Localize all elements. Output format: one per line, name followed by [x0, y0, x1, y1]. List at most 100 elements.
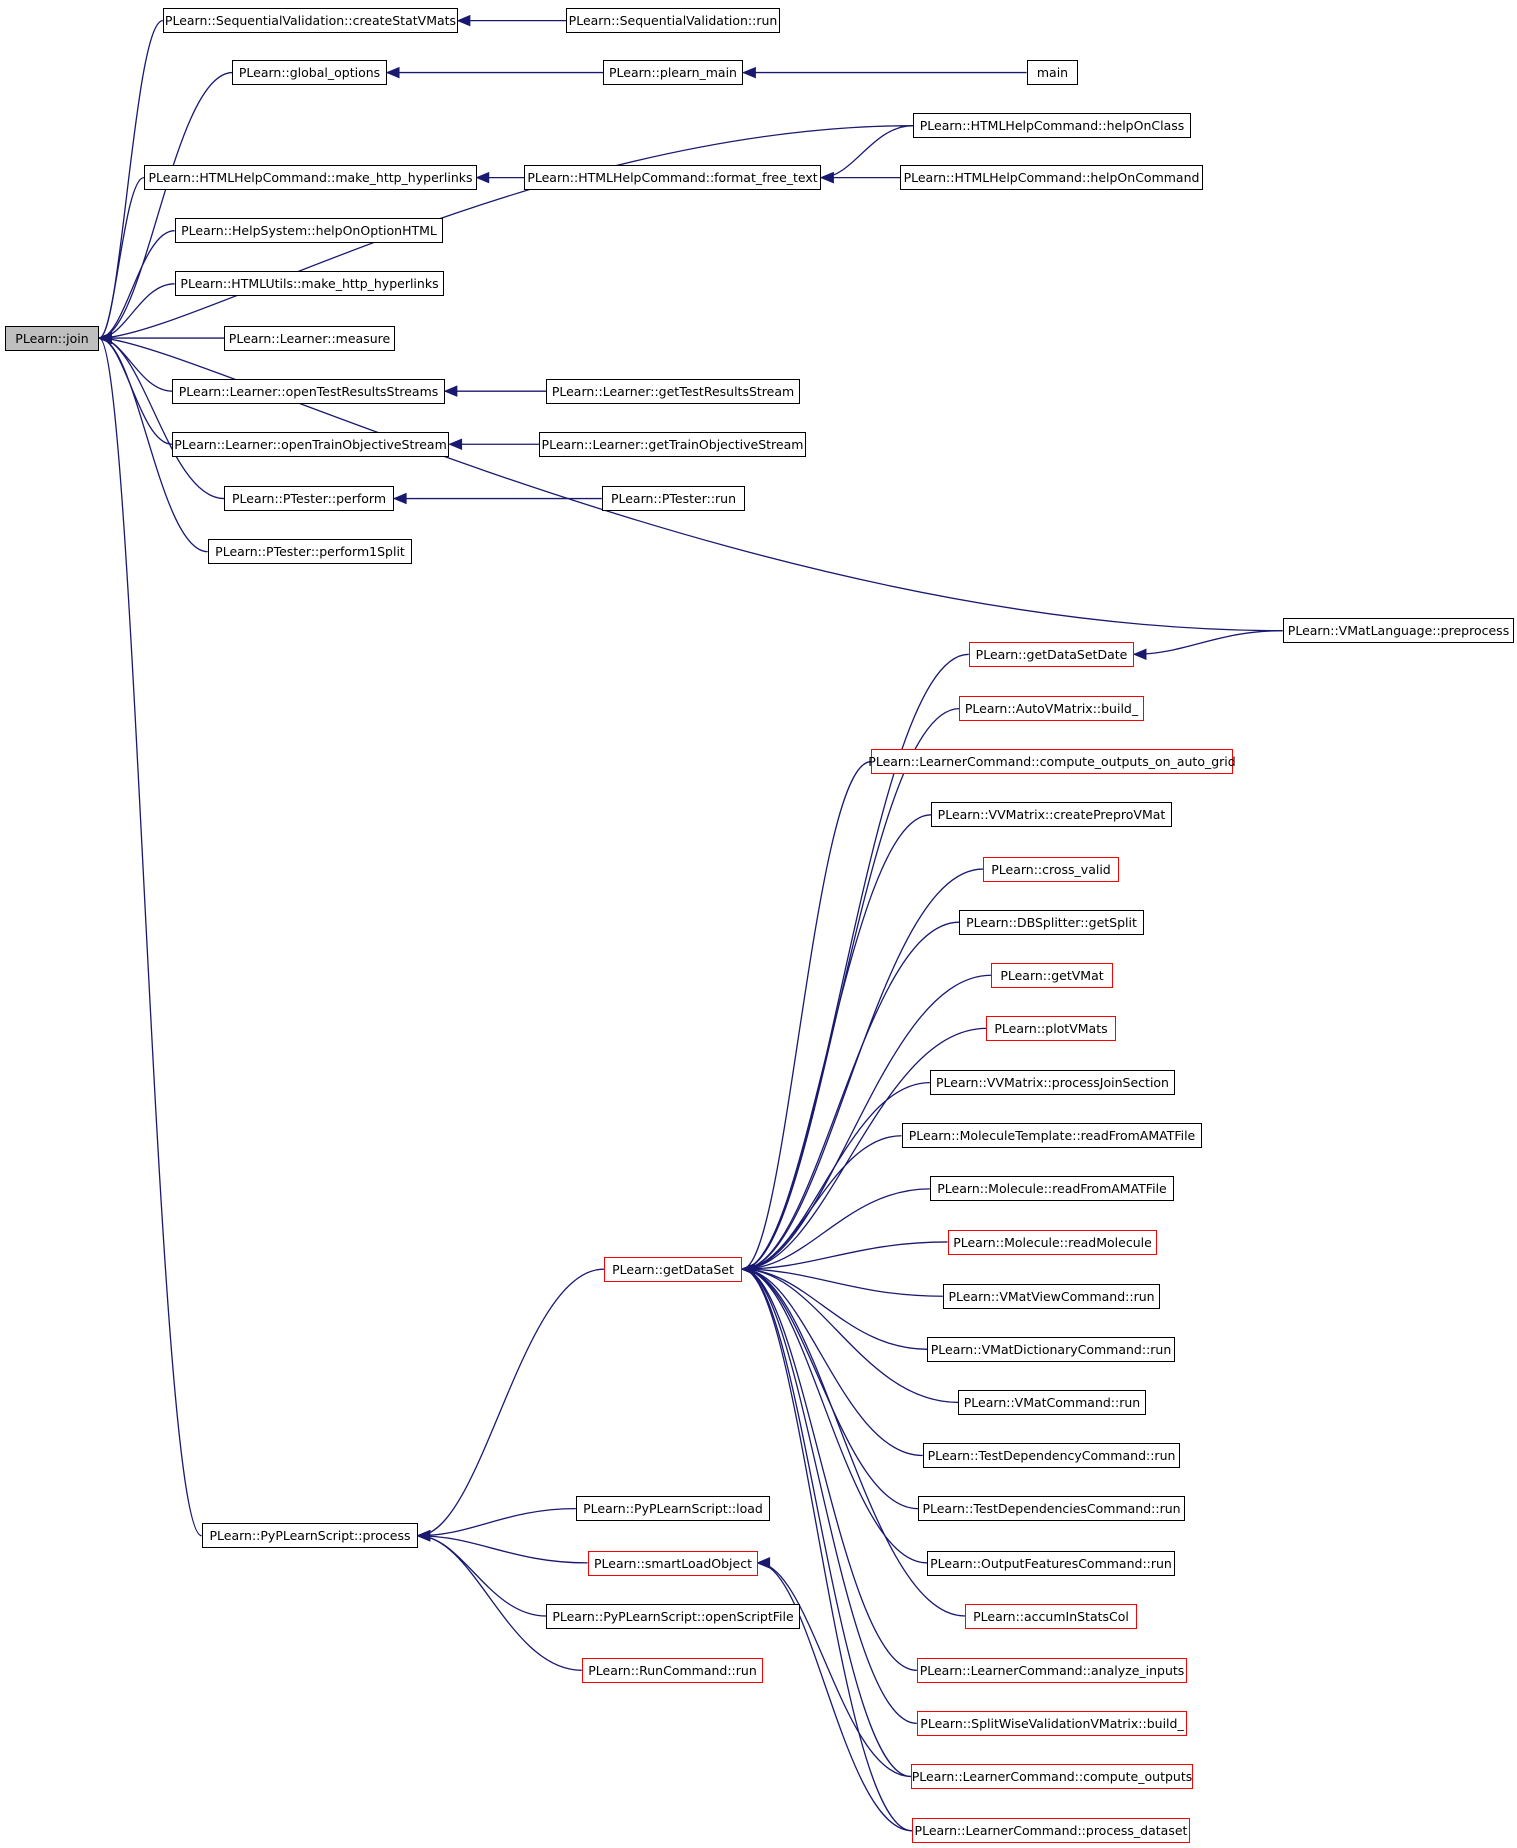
- node-makeHttp1[interactable]: PLearn::HTMLHelpCommand::make_http_hyper…: [144, 165, 477, 190]
- node-createPrepro[interactable]: PLearn::VVMatrix::createPreproVMat: [931, 802, 1172, 827]
- node-helpOnOption[interactable]: PLearn::HelpSystem::helpOnOptionHTML: [175, 218, 443, 243]
- node-splitWise[interactable]: PLearn::SplitWiseValidationVMatrix::buil…: [917, 1711, 1187, 1736]
- node-openTrain[interactable]: PLearn::Learner::openTrainObjectiveStrea…: [172, 432, 449, 457]
- node-getDataSet[interactable]: PLearn::getDataSet: [604, 1257, 742, 1282]
- edge-readMolecule-to-getDataSet: [742, 1241, 948, 1270]
- node-makeHttp2[interactable]: PLearn::HTMLUtils::make_http_hyperlinks: [175, 271, 444, 296]
- edge-crossValid-to-getDataSet: [742, 868, 983, 1270]
- node-getDataSetDate[interactable]: PLearn::getDataSetDate: [969, 642, 1134, 667]
- edge-molRead-to-getDataSet: [742, 1188, 930, 1270]
- edge-computeAuto-to-getDataSet: [742, 761, 871, 1270]
- edge-makeHttp1-to-join: [98, 176, 145, 339]
- node-accumIn[interactable]: PLearn::accumInStatsCol: [965, 1604, 1137, 1629]
- node-outputFeat[interactable]: PLearn::OutputFeaturesCommand::run: [927, 1551, 1175, 1576]
- node-testDep[interactable]: PLearn::TestDependencyCommand::run: [923, 1443, 1180, 1468]
- node-pyOpen[interactable]: PLearn::PyPLearnScript::openScriptFile: [546, 1604, 800, 1629]
- node-createStatVMats[interactable]: PLearn::SequentialValidation::createStat…: [163, 8, 458, 33]
- arrowhead-processDataset-to-smartLoad: [756, 1557, 771, 1569]
- arrowhead-pyProcess-to-join: [97, 332, 112, 344]
- arrowhead-preprocess-to-getDataSetDate: [1132, 648, 1147, 661]
- node-vmatCmd[interactable]: PLearn::VMatCommand::run: [958, 1390, 1146, 1415]
- node-molTemplate[interactable]: PLearn::MoleculeTemplate::readFromAMATFi…: [902, 1123, 1202, 1148]
- node-openTest[interactable]: PLearn::Learner::openTestResultsStreams: [172, 379, 445, 404]
- node-crossValid[interactable]: PLearn::cross_valid: [983, 857, 1119, 882]
- edge-molTemplate-to-getDataSet: [742, 1135, 902, 1270]
- edge-outputFeat-to-getDataSet: [742, 1268, 928, 1564]
- edge-smartLoad-to-pyProcess: [417, 1535, 588, 1564]
- edge-vmatDict-to-getDataSet: [742, 1268, 928, 1350]
- edge-analyzeInputs-to-getDataSet: [742, 1268, 917, 1671]
- edge-pyOpen-to-pyProcess: [417, 1535, 547, 1617]
- node-helpOnCommand[interactable]: PLearn::HTMLHelpCommand::helpOnCommand: [900, 165, 1203, 190]
- node-ptRun[interactable]: PLearn::PTester::run: [602, 486, 745, 511]
- arrowhead-getTest-to-openTest: [443, 385, 458, 397]
- edge-testDeps-to-getDataSet: [742, 1268, 919, 1510]
- edge-preprocess-to-join: [99, 337, 1283, 632]
- edge-openTest-to-join: [99, 337, 173, 392]
- arrowhead-plearnMain-to-globalOptions: [385, 66, 400, 79]
- node-vmatView[interactable]: PLearn::VMatViewCommand::run: [943, 1284, 1160, 1309]
- edge-preprocess-to-getDataSetDate: [1133, 630, 1283, 655]
- node-getVMat[interactable]: PLearn::getVMat: [991, 963, 1113, 988]
- node-helpOnClass[interactable]: PLearn::HTMLHelpCommand::helpOnClass: [913, 113, 1191, 138]
- node-seqRun[interactable]: PLearn::SequentialValidation::run: [566, 8, 780, 33]
- edge-createPrepro-to-getDataSet: [742, 814, 932, 1270]
- node-main[interactable]: main: [1027, 60, 1078, 85]
- arrowhead-ptRun-to-perform: [392, 492, 407, 505]
- arrowhead-getTrain-to-openTrain: [448, 438, 463, 451]
- node-runCommand[interactable]: PLearn::RunCommand::run: [582, 1658, 763, 1683]
- edge-perform1-to-join: [99, 337, 208, 553]
- edge-globalOptions-to-join: [99, 71, 233, 339]
- arrowhead-processDataset-to-getDataSet: [740, 1263, 755, 1275]
- edge-processDataset-to-getDataSet: [742, 1268, 913, 1832]
- node-dbSplit[interactable]: PLearn::DBSplitter::getSplit: [959, 910, 1144, 935]
- node-plearnMain[interactable]: PLearn::plearn_main: [603, 60, 743, 85]
- node-testDeps[interactable]: PLearn::TestDependenciesCommand::run: [918, 1496, 1185, 1521]
- node-plotVMats[interactable]: PLearn::plotVMats: [986, 1016, 1116, 1041]
- node-autoBuild[interactable]: PLearn::AutoVMatrix::build_: [959, 696, 1144, 721]
- arrowhead-seqRun-to-createStatVMats: [456, 14, 471, 27]
- node-processDataset[interactable]: PLearn::LearnerCommand::process_dataset: [912, 1818, 1190, 1843]
- edge-vmatView-to-getDataSet: [742, 1268, 943, 1297]
- edge-testDep-to-getDataSet: [742, 1268, 923, 1457]
- node-getTest[interactable]: PLearn::Learner::getTestResultsStream: [546, 379, 800, 404]
- node-readMolecule[interactable]: PLearn::Molecule::readMolecule: [948, 1230, 1157, 1255]
- edge-runCommand-to-pyProcess: [417, 1535, 582, 1671]
- node-perform[interactable]: PLearn::PTester::perform: [224, 486, 394, 511]
- arrowhead-formatFree-to-makeHttp1: [475, 171, 490, 184]
- edge-pyLoad-to-pyProcess: [417, 1507, 576, 1537]
- node-formatFree[interactable]: PLearn::HTMLHelpCommand::format_free_tex…: [524, 165, 821, 190]
- edge-accumIn-to-getDataSet: [742, 1268, 966, 1617]
- node-processJoin[interactable]: PLearn::VVMatrix::processJoinSection: [930, 1070, 1175, 1095]
- node-vmatDict[interactable]: PLearn::VMatDictionaryCommand::run: [927, 1337, 1175, 1362]
- edge-splitWise-to-getDataSet: [742, 1268, 917, 1725]
- node-computeAuto[interactable]: PLearn::LearnerCommand::compute_outputs_…: [868, 749, 1236, 774]
- edge-computeOutputs-to-getDataSet: [742, 1268, 911, 1778]
- node-preprocess[interactable]: PLearn::VMatLanguage::preprocess: [1283, 618, 1514, 643]
- arrowhead-main-to-plearnMain: [742, 66, 756, 79]
- edge-pyProcess-to-join: [98, 337, 203, 1537]
- edge-autoBuild-to-getDataSet: [742, 707, 960, 1270]
- edge-vmatCmd-to-getDataSet: [742, 1268, 959, 1404]
- node-analyzeInputs[interactable]: PLearn::LearnerCommand::analyze_inputs: [917, 1658, 1187, 1683]
- edge-plotVMats-to-getDataSet: [742, 1027, 987, 1270]
- node-pyProcess[interactable]: PLearn::PyPLearnScript::process: [202, 1523, 418, 1548]
- node-smartLoad[interactable]: PLearn::smartLoadObject: [588, 1551, 758, 1576]
- node-join: PLearn::join: [5, 326, 99, 351]
- node-measure[interactable]: PLearn::Learner::measure: [224, 326, 395, 351]
- node-perform1[interactable]: PLearn::PTester::perform1Split: [208, 539, 412, 564]
- edge-processDataset-to-smartLoad: [757, 1562, 913, 1832]
- node-pyLoad[interactable]: PLearn::PyPLearnScript::load: [576, 1496, 770, 1521]
- edge-computeOutputs-to-smartLoad: [757, 1562, 911, 1778]
- arrowhead-helpOnCommand-to-formatFree: [819, 171, 834, 184]
- edge-getDataSet-to-pyProcess: [417, 1268, 605, 1537]
- arrowhead-runCommand-to-pyProcess: [416, 1530, 431, 1542]
- node-getTrain[interactable]: PLearn::Learner::getTrainObjectiveStream: [539, 432, 806, 457]
- node-computeOutputs[interactable]: PLearn::LearnerCommand::compute_outputs: [911, 1764, 1193, 1789]
- edge-getVMat-to-getDataSet: [742, 974, 992, 1270]
- edge-perform-to-join: [99, 337, 225, 500]
- node-globalOptions[interactable]: PLearn::global_options: [232, 60, 387, 85]
- node-molRead[interactable]: PLearn::Molecule::readFromAMATFile: [930, 1176, 1174, 1201]
